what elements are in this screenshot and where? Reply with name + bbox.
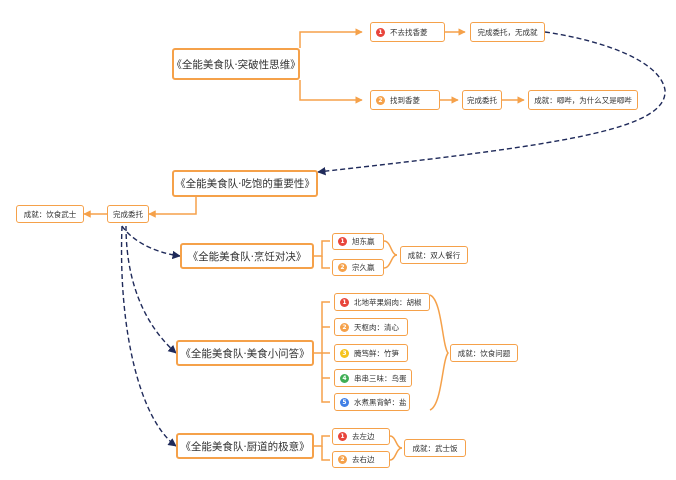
quiz-answer-4: 4 串串三味：鸟蛋 [334, 369, 412, 387]
quiz-answer-1: 1 北地苹果焖肉：胡椒 [334, 293, 430, 311]
topic-label: 《全能美食队·美食小问答》 [180, 347, 310, 360]
option-go-left: 1 去左边 [332, 428, 390, 445]
number-badge: 1 [376, 27, 385, 37]
result-complete: 完成委托 [462, 90, 502, 110]
result-complete: 完成委托 [107, 205, 149, 223]
quiz-answer-5: 5 水煮黑背鲈：盐 [334, 393, 410, 411]
topic-breakthrough-thinking: 《全能美食队·突破性思维》 [171, 48, 301, 80]
option-xudong-wins: 1 旭东赢 [332, 233, 384, 250]
achievement-samurai-rice: 成就：武士饭 [404, 439, 466, 457]
topic-label: 《全能美食队·突破性思维》 [171, 58, 301, 71]
achievement-double-meal: 成就：双人餐行 [400, 246, 468, 264]
achievement-guoba: 成就：唧哔，为什么又是唧哔 [528, 90, 638, 110]
number-badge: 3 [340, 348, 349, 358]
result-no-achievement: 完成委托，无成就 [470, 22, 545, 42]
option-find-xiangling: 2 找到香菱 [370, 90, 440, 110]
topic-culinary-essence: 《全能美食队·厨道的极意》 [176, 433, 314, 459]
topic-label: 《全能美食队·烹饪对决》 [187, 250, 307, 263]
achievement-food-problem: 成就：饮食问题 [450, 344, 518, 362]
number-badge: 4 [340, 373, 349, 383]
option-not-find-xiangling: 1 不去找香菱 [370, 22, 445, 42]
topic-label: 《全能美食队·吃饱的重要性》 [175, 178, 315, 190]
number-badge: 1 [338, 432, 347, 441]
topic-cooking-duel: 《全能美食队·烹饪对决》 [180, 243, 314, 269]
option-go-right: 2 去右边 [332, 451, 390, 468]
topic-importance-of-eating: 《全能美食队·吃饱的重要性》 [172, 170, 318, 197]
topic-label: 《全能美食队·厨道的极意》 [180, 440, 310, 453]
quiz-answer-2: 2 天枢肉：清心 [334, 318, 408, 336]
number-badge: 5 [340, 397, 349, 407]
number-badge: 1 [338, 237, 347, 246]
number-badge: 2 [338, 263, 347, 272]
number-badge: 2 [340, 322, 349, 332]
number-badge: 2 [338, 455, 347, 464]
number-badge: 1 [340, 297, 349, 307]
option-zongjiu-wins: 2 宗久赢 [332, 259, 384, 276]
number-badge: 2 [376, 95, 385, 105]
quiz-answer-3: 3 腌笃鲜：竹笋 [334, 344, 408, 362]
achievement-food-samurai: 成就：饮食武士 [16, 205, 84, 223]
topic-food-quiz: 《全能美食队·美食小问答》 [176, 340, 314, 366]
